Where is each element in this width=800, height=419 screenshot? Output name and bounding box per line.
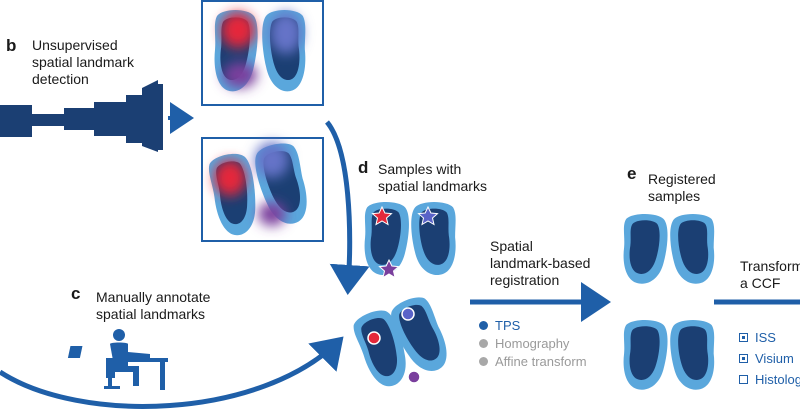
panel-letter-e: e xyxy=(627,164,637,183)
registration-label-line-2: landmark-based xyxy=(490,255,591,271)
method-item-tps: TPS xyxy=(479,318,520,333)
checkbox-filled-icon xyxy=(739,333,748,342)
person-at-computer-icon xyxy=(67,329,168,390)
ccf-label: Histology xyxy=(755,372,800,387)
panel-letter-d: d xyxy=(358,158,369,177)
transform-label-line-2: a CCF xyxy=(740,275,781,291)
method-dot-icon xyxy=(479,357,488,366)
checkbox-empty-icon xyxy=(739,375,748,384)
panel-d-label-line-1: Samples with xyxy=(378,161,462,177)
panel-d-label-line-2: spatial landmarks xyxy=(378,178,487,194)
registration-label-line-1: Spatial xyxy=(490,238,533,254)
circle-landmark-icon xyxy=(367,307,421,384)
panel-letter-b: b xyxy=(6,36,17,55)
ccf-item-histology: Histology xyxy=(739,372,800,387)
panel-b-label-line-3: detection xyxy=(32,71,89,87)
arrow-detection-to-samples xyxy=(325,120,370,295)
detection-sample-box-1 xyxy=(201,0,324,106)
registered-sample-1 xyxy=(623,214,715,284)
method-label: Homography xyxy=(495,336,570,351)
method-item-homography: Homography xyxy=(479,336,569,351)
method-item-affine: Affine transform xyxy=(479,354,587,369)
microscope-icon xyxy=(0,80,163,152)
registration-label-line-3: registration xyxy=(490,272,560,288)
ccf-item-visium: Visium xyxy=(739,351,794,366)
registered-sample-2 xyxy=(623,320,715,390)
panel-e-label-line-2: samples xyxy=(648,188,701,204)
method-label: Affine transform xyxy=(495,354,587,369)
method-dot-icon xyxy=(479,321,488,330)
panel-c-label-line-2: spatial landmarks xyxy=(96,306,205,322)
star-landmark-icon xyxy=(371,205,439,279)
panel-e-label-line-1: Registered xyxy=(648,171,716,187)
ccf-item-iss: ISS xyxy=(739,330,776,345)
panel-b-label-line-1: Unsupervised xyxy=(32,37,118,53)
method-dot-icon xyxy=(479,339,488,348)
arrow-annotation-to-samples xyxy=(0,336,344,409)
panel-b-label-line-2: spatial landmark xyxy=(32,54,134,70)
panel-c-label-line-1: Manually annotate xyxy=(96,289,211,305)
method-label: TPS xyxy=(495,318,521,333)
ccf-label: ISS xyxy=(755,330,776,345)
checkbox-filled-icon xyxy=(739,354,748,363)
detection-sample-box-2 xyxy=(201,137,324,242)
ccf-label: Visium xyxy=(755,351,794,366)
panel-letter-c: c xyxy=(71,284,81,303)
transform-label-line-1: Transform xyxy=(740,258,800,274)
landmark-sample-2 xyxy=(349,292,454,392)
